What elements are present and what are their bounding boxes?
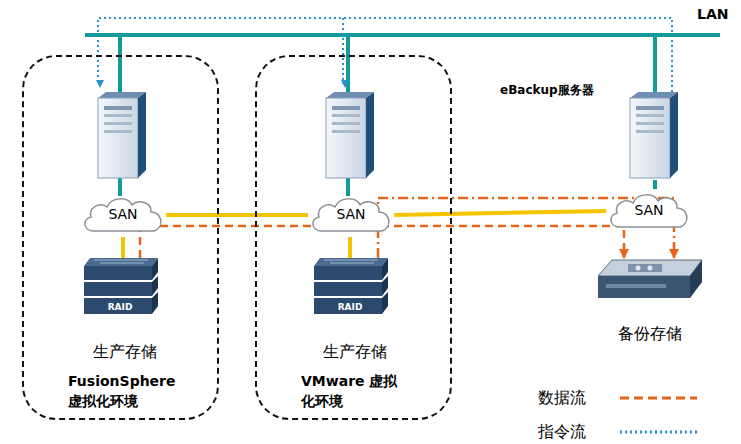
node-label: 备份存储 [594, 324, 706, 344]
san-link [118, 176, 122, 196]
raid-icon [84, 258, 388, 314]
environment-region: FusionSphere 虚拟化环境SANRAID生产存储 [22, 55, 219, 420]
san-link [653, 180, 657, 189]
legend-sample [620, 431, 697, 434]
san-cloud: SAN [80, 193, 166, 237]
backup-storage-icon [598, 260, 702, 298]
node-label: SAN [308, 206, 394, 222]
san-link [166, 213, 308, 217]
node-label: 生产存储 [64, 342, 186, 362]
san-link [394, 211, 606, 215]
lan-link [346, 35, 350, 96]
node-label: 生产存储 [294, 342, 416, 362]
backup-server: eBackup服务器 [500, 82, 678, 180]
node-label: SAN [80, 206, 166, 222]
command-flow [342, 18, 344, 84]
san-link [121, 237, 125, 258]
raid-storage: RAID生产存储 [314, 258, 396, 366]
san-cloud: SAN [606, 189, 692, 233]
environment-region: VMware 虚拟化环境SANRAID生产存储 [255, 55, 452, 420]
legend-label: 指令流 [538, 421, 586, 443]
node-label: VMware 虚拟化环境 [301, 371, 411, 412]
device-label: RAID [316, 300, 384, 314]
node-label: SAN [606, 202, 692, 218]
legend-label: 数据流 [538, 387, 586, 409]
lan-link [118, 35, 122, 96]
lan-link [653, 35, 657, 96]
node-label: FusionSphere 虚拟化环境 [68, 371, 178, 412]
raid-storage: RAID生产存储 [84, 258, 166, 366]
network-label: LAN [697, 6, 728, 22]
san-link [348, 237, 352, 258]
server-icon [98, 92, 678, 178]
san-cloud: SAN [308, 193, 394, 237]
legend-sample [620, 397, 697, 400]
node-label: eBackup服务器 [500, 82, 630, 98]
backup-storage: 备份存储 [594, 258, 706, 350]
device-label: RAID [86, 300, 154, 314]
san-link [346, 176, 350, 196]
lan-bus [85, 33, 720, 37]
